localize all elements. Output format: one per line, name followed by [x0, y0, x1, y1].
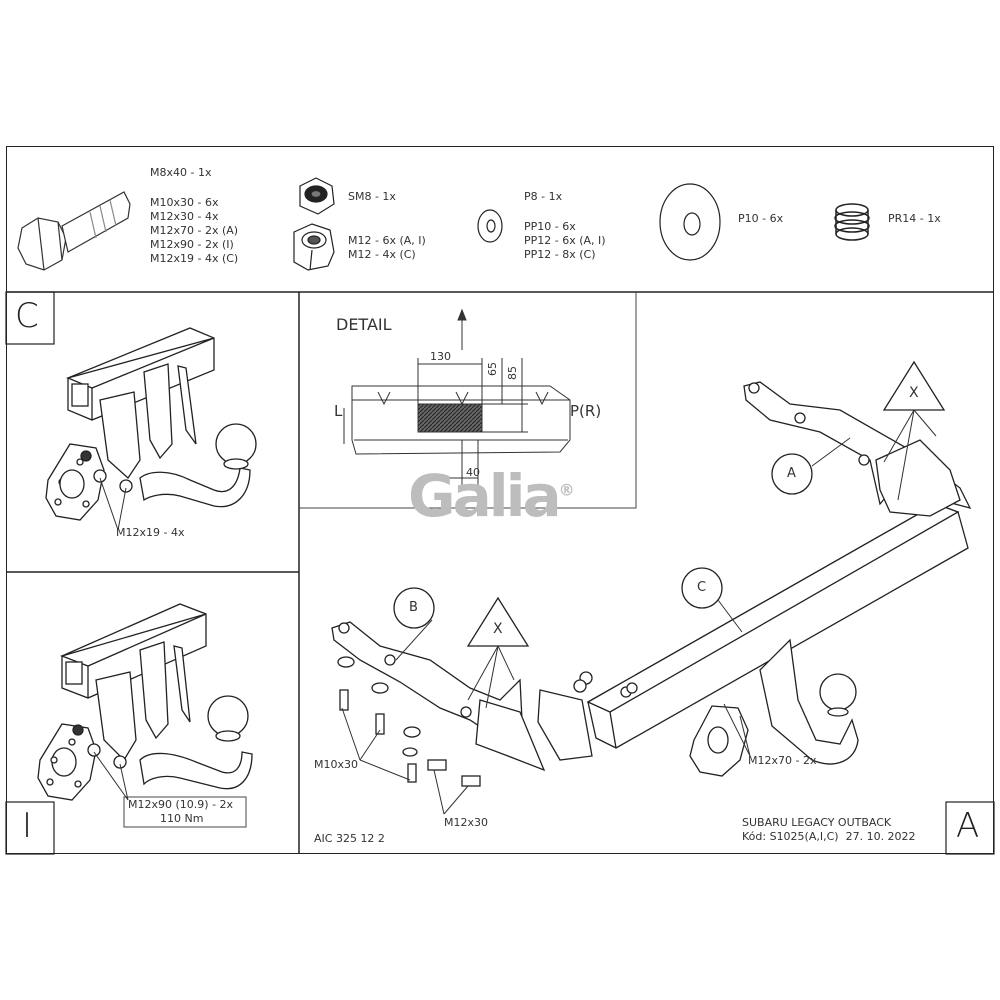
washer-p8-label: P8 - 1x — [524, 190, 563, 203]
logo-text: Galia — [408, 462, 562, 530]
bolt-label: M12x30 - 4x — [150, 210, 219, 223]
callout-x-right: X — [909, 385, 919, 401]
label-m12x30: M12x30 — [444, 816, 488, 829]
nut-sm8-label: SM8 - 1x — [348, 190, 396, 203]
spring-pr14-label: PR14 - 1x — [888, 212, 941, 225]
nut-sm8-icon — [299, 177, 335, 215]
label-m10x30: M10x30 — [314, 758, 358, 771]
callout-a: A — [787, 466, 796, 481]
washer-label: PP10 - 6x — [524, 220, 576, 233]
bolt-icon — [17, 191, 131, 271]
galia-logo: Galia® — [408, 462, 575, 530]
bolt-label: M10x30 - 6x — [150, 196, 219, 209]
nut-label: M12 - 6x (A, I) — [348, 234, 426, 247]
washer-p10-label: P10 - 6x — [738, 212, 784, 225]
washer-label: PP12 - 6x (A, I) — [524, 234, 606, 247]
kod-line: Kód: S1025(A,I,C) 27. 10. 2022 — [742, 830, 916, 843]
spring-washer-icon — [834, 203, 870, 241]
panel-letter-i: I — [22, 806, 33, 846]
doc-code: AIC 325 12 2 — [314, 832, 385, 845]
bolt-m8-label: M8x40 - 1x — [150, 166, 212, 179]
logo-mark: ® — [558, 480, 575, 500]
drawing-frame — [6, 146, 994, 854]
washers-pp-list: PP10 - 6x PP12 - 6x (A, I) PP12 - 8x (C) — [524, 220, 606, 262]
nut-label: M12 - 4x (C) — [348, 248, 416, 261]
detail-right-label: P(R) — [570, 402, 602, 420]
panel-letter-a: A — [956, 806, 980, 846]
detail-dim-130: 130 — [430, 350, 451, 363]
label-m12x70: M12x70 - 2x — [748, 754, 817, 767]
callout-x-left: X — [493, 621, 503, 637]
panel-c-bolt-label: M12x19 - 4x — [116, 526, 185, 539]
panel-i-torque: 110 Nm — [160, 812, 204, 825]
panel-i-bolt-label: M12x90 (10.9) - 2x — [128, 798, 234, 811]
nut-m12-icon — [293, 223, 335, 271]
callout-b: B — [409, 600, 418, 615]
panel-letter-c: C — [15, 296, 39, 336]
callout-c: C — [697, 580, 707, 595]
vehicle-name: SUBARU LEGACY OUTBACK — [742, 816, 892, 829]
detail-left-label: L — [334, 402, 343, 420]
washer-small-icon — [477, 209, 503, 243]
washer-label: PP12 - 8x (C) — [524, 248, 596, 261]
detail-dim-40: 40 — [466, 466, 480, 479]
nuts-m12-list: M12 - 6x (A, I) M12 - 4x (C) — [348, 234, 426, 262]
bolts-list: M10x30 - 6x M12x30 - 4x M12x70 - 2x (A) … — [150, 196, 238, 266]
washer-large-icon — [659, 183, 721, 261]
bolt-label: M12x19 - 4x (C) — [150, 252, 239, 265]
bolt-label: M12x70 - 2x (A) — [150, 224, 239, 237]
bolt-label: M12x90 - 2x (I) — [150, 238, 234, 251]
detail-title: DETAIL — [336, 315, 392, 334]
